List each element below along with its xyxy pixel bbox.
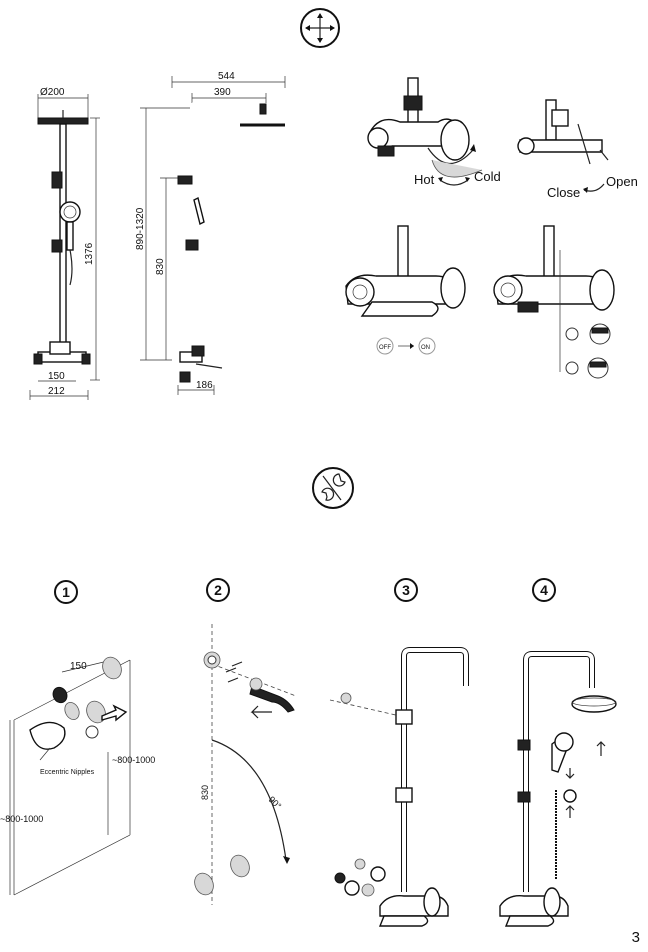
- diverter-spout-diagram: OFF ON: [345, 225, 466, 355]
- height-range-label: 890-1320: [135, 207, 146, 250]
- head-offset-label: 390: [214, 87, 231, 98]
- slide-bar-height-label: 830: [155, 258, 166, 275]
- step-1-number: 1: [62, 584, 70, 600]
- flow-control-diagram: Close Open: [517, 99, 638, 200]
- mixer-width-label: 212: [48, 386, 65, 397]
- on-label: ON: [421, 345, 430, 351]
- wrench-icon: [312, 467, 354, 509]
- bracket-spacing-label: 150: [48, 371, 65, 382]
- spout-depth-label: 186: [196, 380, 213, 391]
- step-1-spacing-label: 150: [70, 661, 87, 672]
- step-1-marker: 1: [54, 580, 78, 604]
- front-view-drawing: Ø200 1376 150 212: [29, 87, 100, 400]
- cross-arrows-icon: [300, 8, 340, 48]
- off-label: OFF: [379, 345, 391, 351]
- step-2-marker: 2: [206, 578, 230, 602]
- step-1-drawing: 150 Eccentric Nipples ~800-1000 ~800-100…: [0, 656, 155, 896]
- step-3-drawing: [329, 647, 469, 927]
- step-1-height-b-label: ~800-1000: [0, 814, 43, 824]
- diverter-shower-diagram: [493, 225, 615, 379]
- step-2-drawing: 830 90°: [194, 624, 297, 905]
- page-number: 3: [631, 929, 640, 946]
- step-2-number: 2: [214, 582, 222, 598]
- side-view-drawing: 544 390 890-1320 830 186: [135, 71, 286, 395]
- total-height-label: 1376: [84, 242, 95, 265]
- step-3-number: 3: [402, 582, 410, 598]
- hot-label: Hot: [414, 172, 435, 187]
- step-1-height-a-label: ~800-1000: [112, 755, 155, 765]
- step-4-marker: 4: [532, 578, 556, 602]
- step-4-drawing: [499, 651, 617, 927]
- cold-label: Cold: [474, 169, 501, 184]
- head-diameter-label: Ø200: [40, 87, 65, 98]
- open-label: Open: [606, 174, 638, 189]
- close-label: Close: [547, 185, 580, 200]
- temperature-control-diagram: Hot Cold: [367, 77, 501, 187]
- step-4-number: 4: [540, 582, 548, 598]
- step-2-height-label: 830: [200, 785, 210, 800]
- step-3-marker: 3: [394, 578, 418, 602]
- arm-length-label: 544: [218, 71, 235, 82]
- eccentric-nipples-label: Eccentric Nipples: [40, 769, 95, 776]
- step-markers: 1 2 3 4: [54, 578, 556, 604]
